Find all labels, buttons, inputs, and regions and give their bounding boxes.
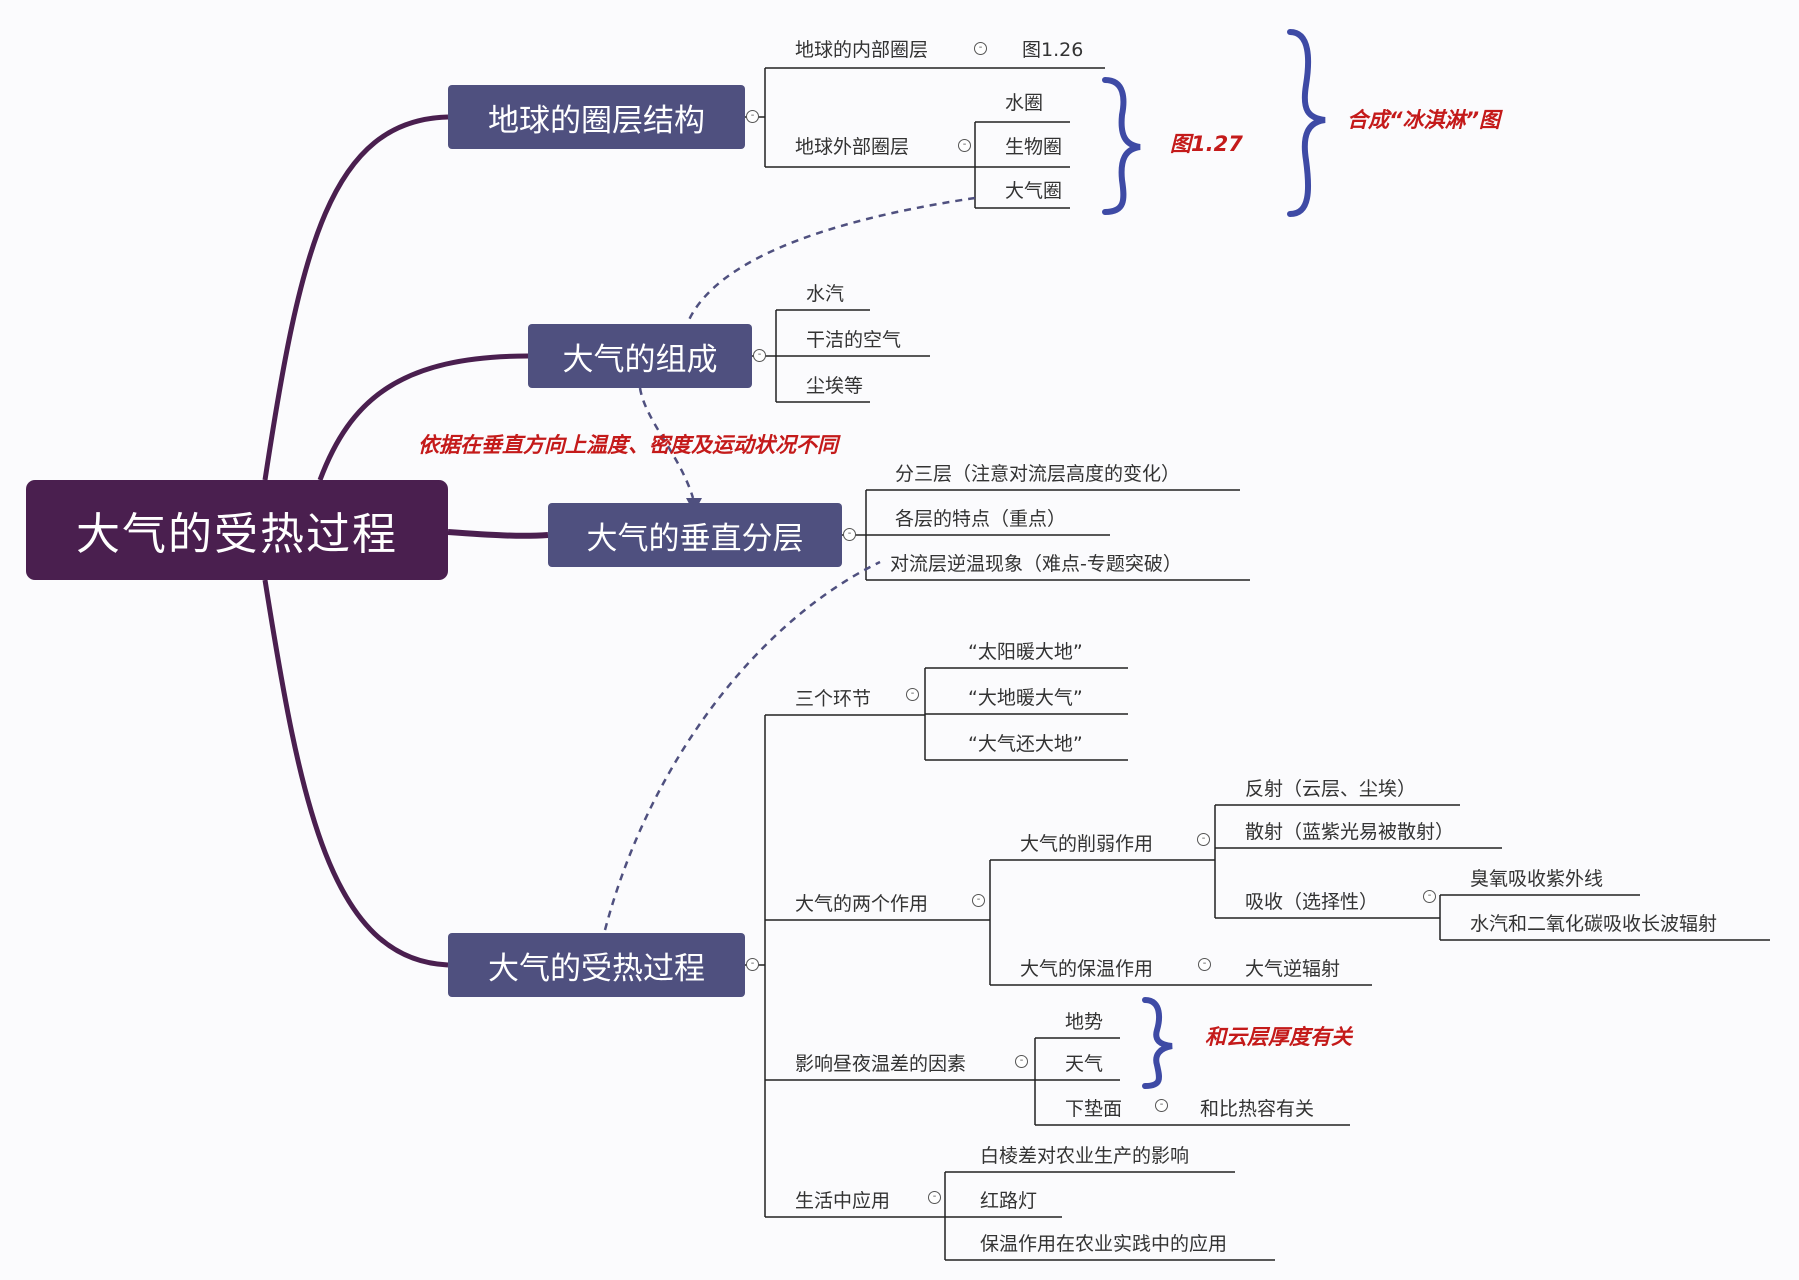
collapse-toggle-icon[interactable]: - <box>928 1191 941 1204</box>
node-structure[interactable]: 地球的圈层结构 <box>448 85 745 149</box>
collapse-toggle-icon[interactable]: - <box>906 688 919 701</box>
label-two-effects[interactable]: 大气的两个作用 <box>795 893 929 915</box>
composition-lines <box>752 309 930 403</box>
collapse-toggle-icon[interactable]: - <box>1155 1099 1168 1112</box>
brace-factors <box>1142 997 1173 1089</box>
branch-heating <box>262 579 449 968</box>
label-counter-radiation[interactable]: 大气逆辐射 <box>1245 958 1341 980</box>
collapse-toggle-icon[interactable]: - <box>972 894 985 907</box>
label-application[interactable]: 生活中应用 <box>795 1190 891 1212</box>
label-factors[interactable]: 影响昼夜温差的因素 <box>795 1053 967 1075</box>
label-weather[interactable]: 天气 <box>1065 1053 1104 1075</box>
collapse-toggle-icon[interactable]: - <box>1015 1055 1028 1068</box>
braces <box>1102 29 1326 1089</box>
note-ice-cream: 合成“冰淇淋”图 <box>1347 108 1501 132</box>
node-composition[interactable]: 大气的组成 <box>528 324 752 388</box>
label-underlying[interactable]: 下垫面 <box>1065 1098 1123 1120</box>
branch-composition <box>317 353 529 481</box>
label-atmosphere[interactable]: 大气圈 <box>1005 180 1063 202</box>
brace-large <box>1287 29 1326 217</box>
label-figure-126: 图1.26 <box>1022 39 1084 61</box>
note-basis: 依据在垂直方向上温度、密度及运动状况不同 <box>418 433 838 457</box>
label-link-2[interactable]: “大地暖大气” <box>968 687 1083 709</box>
heating-lines <box>745 667 1770 1261</box>
collapse-toggle-icon[interactable]: - <box>958 139 971 152</box>
label-water-vapor[interactable]: 水汽 <box>806 283 845 305</box>
label-link-1[interactable]: “太阳暖大地” <box>968 641 1083 663</box>
label-app-1[interactable]: 白棱差对农业生产的影响 <box>980 1145 1190 1167</box>
label-inversion[interactable]: 对流层逆温现象（难点-专题突破） <box>890 553 1182 575</box>
collapse-toggle-icon[interactable]: - <box>1423 890 1436 903</box>
branch-structure <box>262 114 449 481</box>
label-scattering[interactable]: 散射（蓝紫光易被散射） <box>1245 821 1455 843</box>
note-figure-127: 图1.27 <box>1170 132 1243 156</box>
label-terrain[interactable]: 地势 <box>1065 1011 1104 1033</box>
root-node[interactable]: 大气的受热过程 <box>26 480 448 580</box>
collapse-toggle-icon[interactable]: - <box>843 528 856 541</box>
label-hydrosphere[interactable]: 水圈 <box>1005 92 1044 114</box>
branch-layers <box>447 529 549 539</box>
label-app-3[interactable]: 保温作用在农业实践中的应用 <box>980 1233 1228 1255</box>
label-heat-capacity[interactable]: 和比热容有关 <box>1200 1098 1315 1120</box>
label-outer-layers[interactable]: 地球外部圈层 <box>795 136 910 158</box>
label-vapor-co2[interactable]: 水汽和二氧化碳吸收长波辐射 <box>1470 913 1718 935</box>
structure-lines <box>745 67 1105 209</box>
collapse-toggle-icon[interactable]: - <box>974 42 987 55</box>
label-dry-air[interactable]: 干洁的空气 <box>806 329 902 351</box>
label-reflection[interactable]: 反射（云层、尘埃） <box>1245 778 1417 800</box>
collapse-toggle-icon[interactable]: - <box>1198 958 1211 971</box>
label-insulation[interactable]: 大气的保温作用 <box>1020 958 1154 980</box>
label-inner-layers[interactable]: 地球的内部圈层 <box>795 39 929 61</box>
collapse-toggle-icon[interactable]: - <box>1197 833 1210 846</box>
node-heating[interactable]: 大气的受热过程 <box>448 933 745 997</box>
note-cloud: 和云层厚度有关 <box>1205 1025 1352 1049</box>
collapse-toggle-icon[interactable]: - <box>746 110 759 123</box>
label-ozone[interactable]: 臭氧吸收紫外线 <box>1470 868 1604 890</box>
label-app-2[interactable]: 红路灯 <box>980 1190 1038 1212</box>
label-layer-features[interactable]: 各层的特点（重点） <box>895 508 1067 530</box>
dashed-links <box>603 196 976 931</box>
collapse-toggle-icon[interactable]: - <box>753 349 766 362</box>
label-three-layers[interactable]: 分三层（注意对流层高度的变化） <box>895 463 1181 485</box>
label-weakening[interactable]: 大气的削弱作用 <box>1020 833 1154 855</box>
collapse-toggle-icon[interactable]: - <box>746 958 759 971</box>
label-biosphere[interactable]: 生物圈 <box>1005 136 1063 158</box>
label-link-3[interactable]: “大气还大地” <box>968 733 1083 755</box>
label-dust[interactable]: 尘埃等 <box>806 375 864 397</box>
node-layers[interactable]: 大气的垂直分层 <box>548 503 842 567</box>
label-absorption[interactable]: 吸收（选择性） <box>1245 891 1379 913</box>
label-three-links[interactable]: 三个环节 <box>795 688 872 710</box>
brace-small <box>1102 77 1141 215</box>
